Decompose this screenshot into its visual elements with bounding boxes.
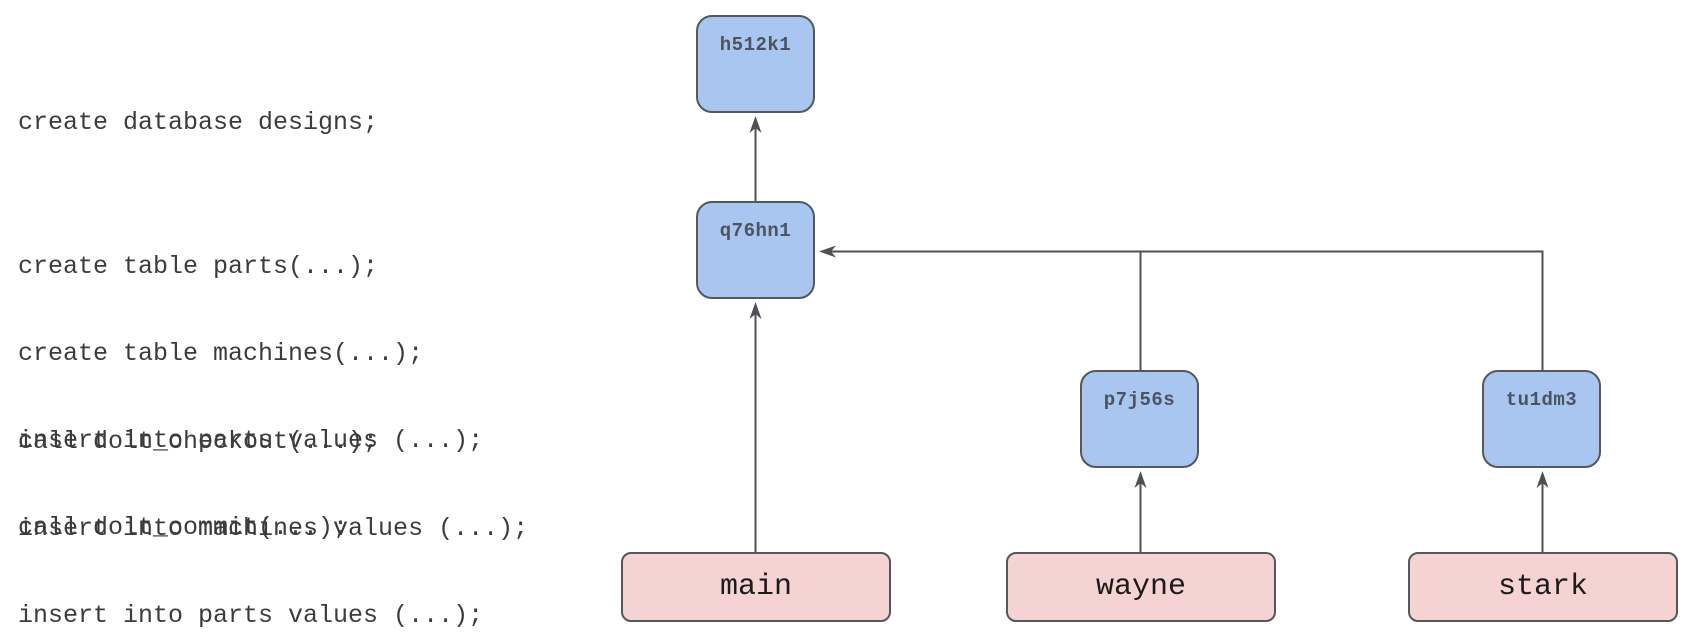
sql-code-line: insert into parts values (...); — [18, 601, 484, 630]
sql-code-line: create table parts(...); — [18, 252, 379, 281]
branch-name-label: main — [719, 570, 792, 604]
commit-node-tu1dm3: tu1dm3 — [1482, 370, 1601, 468]
branch-node-main: main — [621, 552, 891, 622]
sql-code-line: insert into machines values (...); — [18, 514, 529, 543]
edge-tu1dm3-to-q76hn1 — [819, 245, 1544, 370]
commit-node-q76hn1: q76hn1 — [696, 201, 815, 299]
edge-main-to-q76hn1 — [749, 302, 762, 552]
branch-name-label: stark — [1497, 570, 1588, 604]
commit-id-label: p7j56s — [1103, 389, 1176, 411]
branch-name-label: wayne — [1095, 570, 1186, 604]
sql-code-block-3: call dolt_checkout(...); insert into mac… — [18, 369, 528, 634]
edge-q76hn1-to-h512k1 — [749, 116, 762, 201]
commit-node-p7j56s: p7j56s — [1080, 370, 1199, 468]
commit-node-h512k1: h512k1 — [696, 15, 815, 113]
sql-code-line: create database designs; — [18, 108, 379, 137]
commit-id-label: q76hn1 — [719, 220, 792, 242]
edge-stark-to-tu1dm3 — [1536, 471, 1549, 552]
sql-code-line: call dolt_checkout(...); — [18, 427, 379, 456]
sql-code-block-2: create table parts(...); create table ma… — [18, 194, 483, 600]
sql-code-block-1: create database designs; — [18, 50, 378, 195]
commit-id-label: tu1dm3 — [1505, 389, 1578, 411]
branch-node-stark: stark — [1408, 552, 1678, 622]
edge-wayne-to-p7j56s — [1134, 471, 1147, 552]
branch-node-wayne: wayne — [1006, 552, 1276, 622]
sql-code-line: create table machines(...); — [18, 339, 424, 368]
commit-id-label: h512k1 — [719, 34, 792, 56]
sql-code-line: call dolt_commit(...); — [18, 513, 349, 542]
sql-code-line: insert into parts values (...); — [18, 426, 484, 455]
